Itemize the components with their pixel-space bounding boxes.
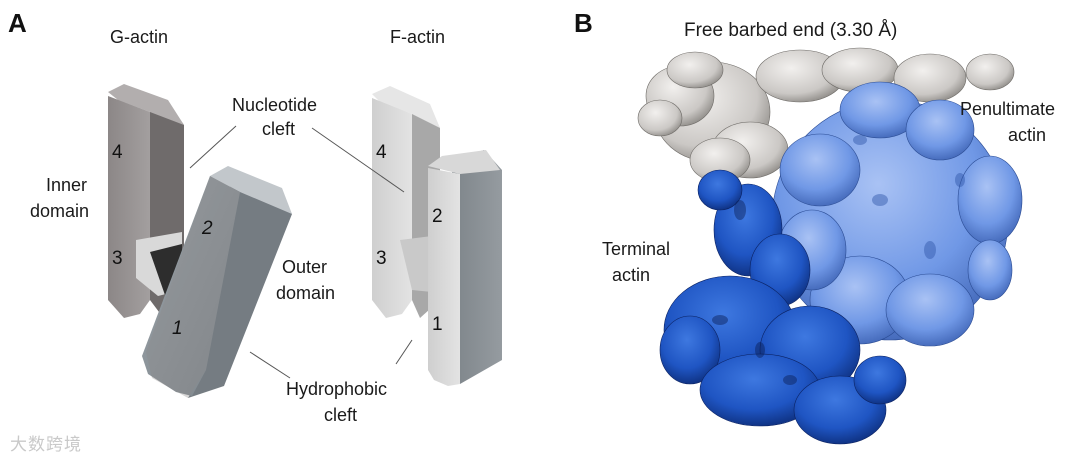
nucleotide-cleft-label-line1: Nucleotide <box>232 95 318 115</box>
leader-lines <box>189 125 413 379</box>
terminal-actin-label-line2: actin <box>612 265 651 285</box>
penultimate-cavities <box>853 135 965 259</box>
f-subdomain-3: 3 <box>376 248 387 269</box>
panel-a-letter: A <box>8 8 27 38</box>
panel-b-letter: B <box>574 8 593 38</box>
g-subdomain-2: 2 <box>201 218 213 239</box>
penultimate-actin-density <box>771 81 1023 347</box>
g-actin-outer-block <box>142 166 292 398</box>
outer-domain-label-line2: domain <box>276 283 336 303</box>
f-actin-cleft-piece <box>400 236 432 292</box>
terminal-actin-label-line1: Terminal <box>602 239 671 259</box>
f-subdomain-2: 2 <box>432 206 443 227</box>
panel-b-title: Free barbed end (3.30 Å) <box>684 20 898 41</box>
watermark: 大数跨境 <box>10 435 82 454</box>
terminal-actin-density <box>659 169 907 445</box>
f-actin-outer-block <box>428 150 502 386</box>
penultimate-actin-label-line2: actin <box>1008 125 1047 145</box>
f-actin-title: F-actin <box>390 27 446 47</box>
cryoem-density-map <box>637 47 1023 445</box>
g-subdomain-3: 3 <box>112 248 123 269</box>
outer-domain-label-line1: Outer <box>282 257 328 277</box>
terminal-cavities <box>712 200 797 385</box>
f-subdomain-4: 4 <box>376 142 387 163</box>
hydrophobic-cleft-label-line1: Hydrophobic <box>286 379 388 399</box>
gray-upper-actin <box>637 47 1015 183</box>
g-actin-title: G-actin <box>110 27 169 47</box>
g-subdomain-1: 1 <box>172 318 183 339</box>
f-subdomain-1: 1 <box>432 314 443 335</box>
penultimate-actin-label-line1: Penultimate <box>960 99 1056 119</box>
hydrophobic-cleft-label-line2: cleft <box>324 405 358 425</box>
inner-domain-label-line1: Inner <box>46 175 88 195</box>
nucleotide-cleft-label-line2: cleft <box>262 119 296 139</box>
g-subdomain-4: 4 <box>112 142 123 163</box>
inner-domain-label-line2: domain <box>30 201 90 221</box>
